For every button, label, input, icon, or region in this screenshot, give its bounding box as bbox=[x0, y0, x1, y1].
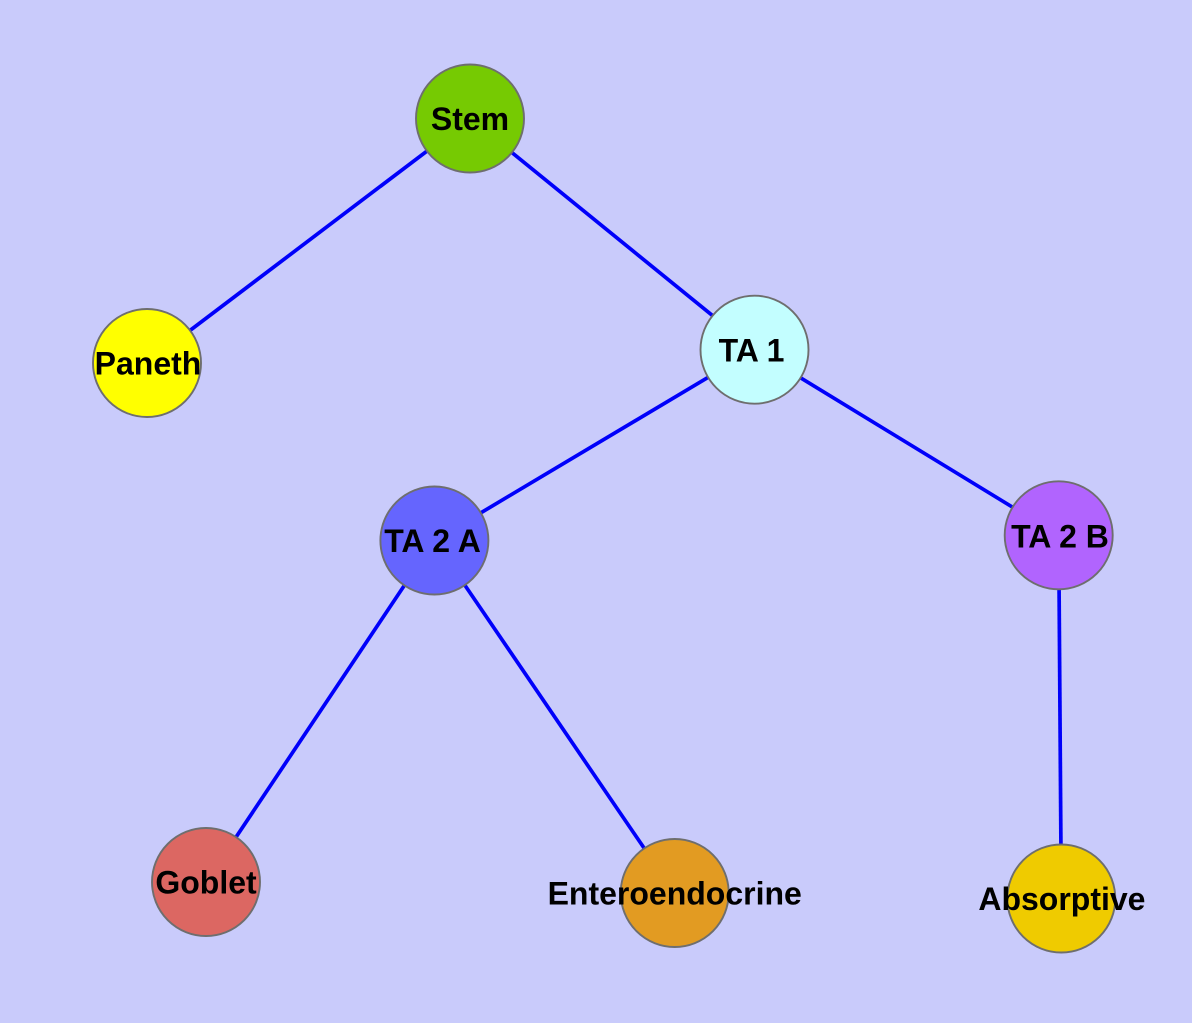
svg-text:TA 2 A: TA 2 A bbox=[384, 523, 481, 559]
svg-text:Goblet: Goblet bbox=[155, 865, 257, 901]
svg-text:Stem: Stem bbox=[431, 101, 509, 137]
svg-text:Paneth: Paneth bbox=[95, 346, 202, 382]
svg-text:TA 1: TA 1 bbox=[719, 333, 785, 369]
svg-text:Absorptive: Absorptive bbox=[978, 881, 1145, 917]
svg-text:Enteroendocrine: Enteroendocrine bbox=[548, 876, 802, 912]
svg-text:TA 2 B: TA 2 B bbox=[1011, 519, 1109, 555]
